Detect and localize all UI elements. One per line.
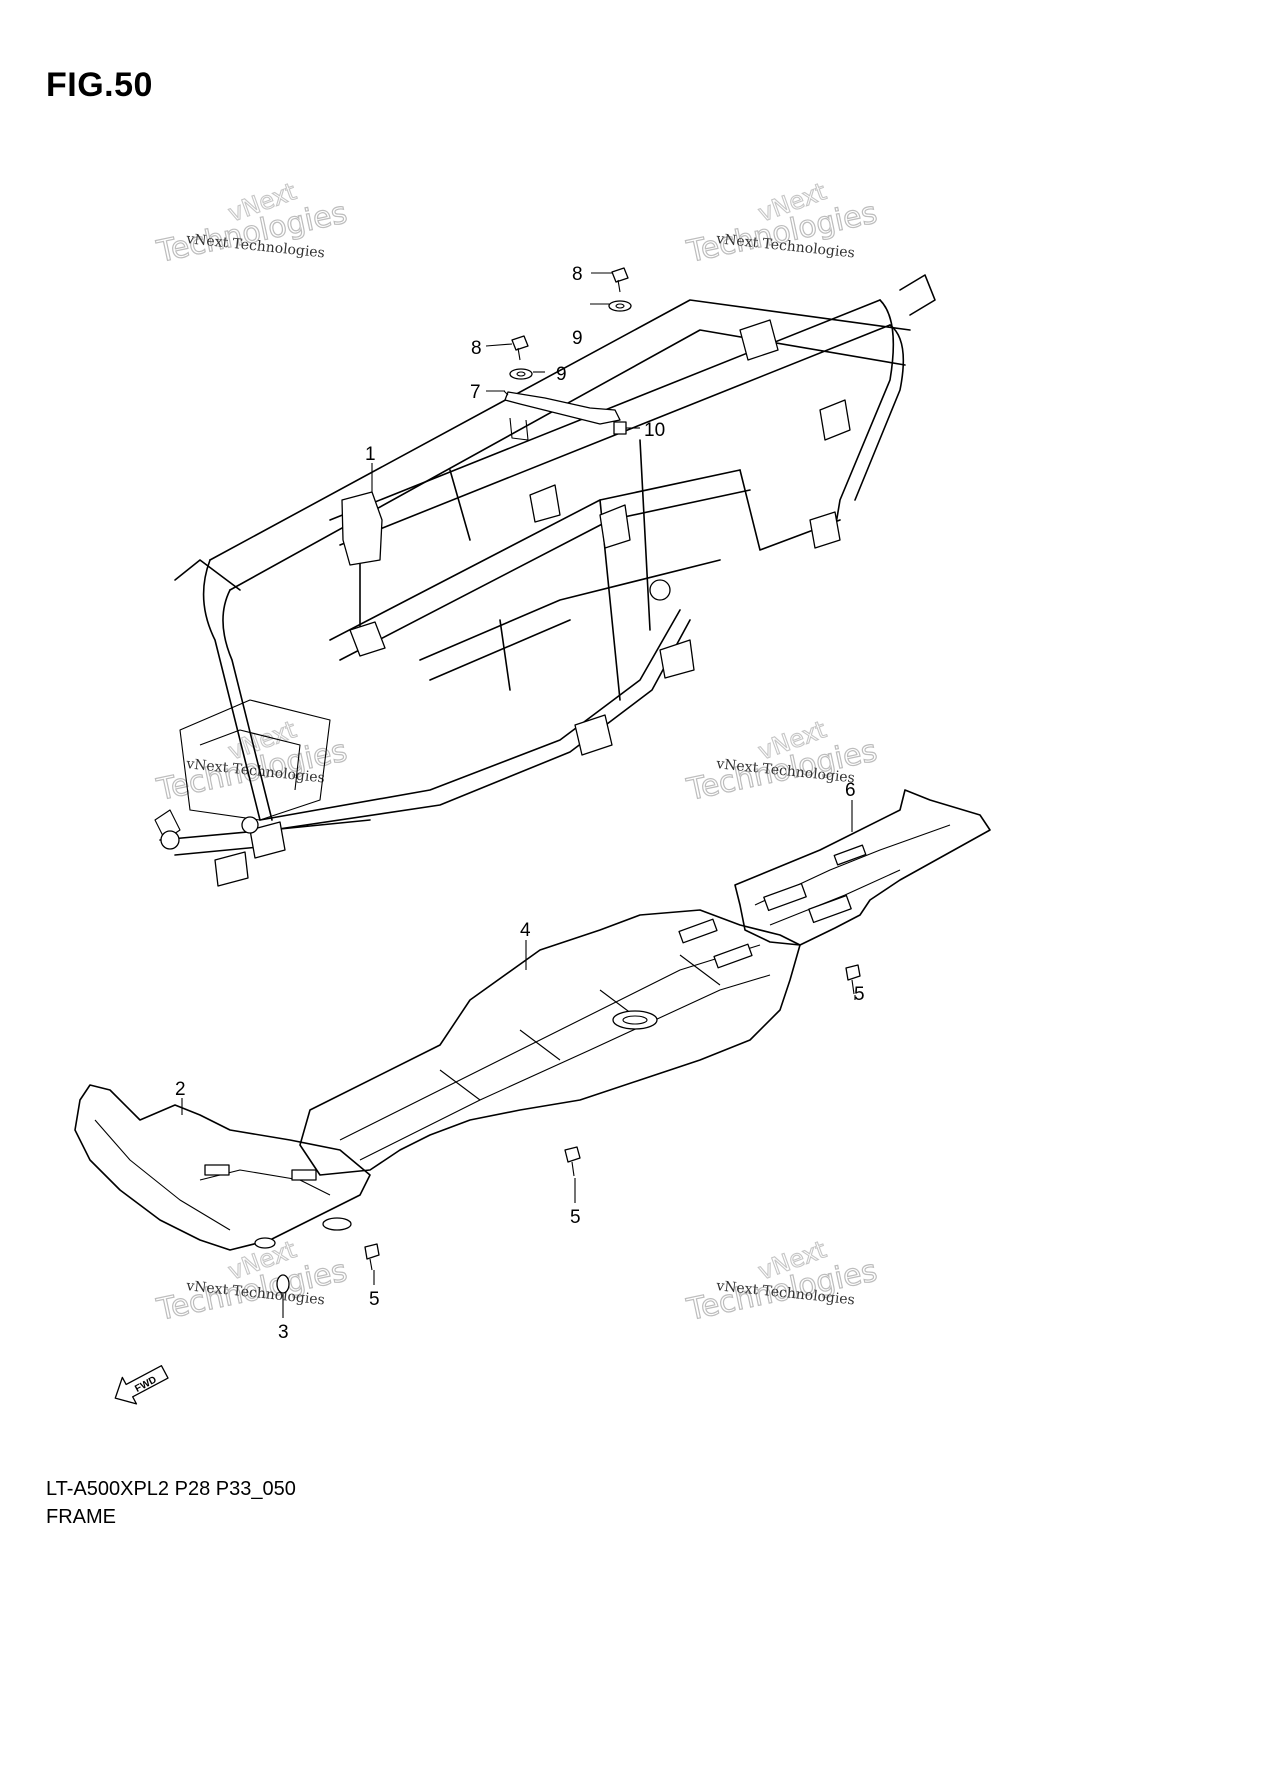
bolt-5-center: [564, 1146, 581, 1177]
callout-2: 2: [175, 1079, 186, 1100]
bolt-8-left: [511, 335, 529, 361]
callout-5-center: 5: [570, 1207, 581, 1228]
callout-9-right: 9: [572, 328, 583, 349]
figure-name-caption: FRAME: [46, 1506, 116, 1528]
callout-5-rear: 5: [854, 984, 865, 1005]
bracket-part-7: [504, 391, 621, 441]
watermark-top-left: vNext Technologies vNext Technologies: [153, 177, 351, 271]
fwd-arrow-label: FWD: [133, 1374, 158, 1394]
skid-plate-front-part-2: [74, 1084, 371, 1251]
bolt-5-front: [364, 1243, 380, 1271]
bolt-5-rear: [845, 964, 861, 995]
model-code-caption: LT-A500XPL2 P28 P33_050: [46, 1478, 296, 1500]
washer-9-right: [608, 300, 632, 312]
callout-5-front: 5: [369, 1289, 380, 1310]
washer-9-left: [509, 368, 533, 380]
callout-3: 3: [278, 1322, 289, 1343]
nut-10: [613, 421, 627, 435]
callout-4: 4: [520, 920, 531, 941]
callout-7: 7: [470, 382, 481, 403]
callout-1: 1: [365, 444, 376, 465]
leader-lines: [181, 272, 856, 1318]
figure-title: FIG.50: [46, 66, 153, 104]
watermark-top-right: vNext Technologies vNext Technologies: [683, 177, 881, 271]
callout-6: 6: [845, 780, 856, 801]
bolt-8-right: [611, 267, 629, 293]
callout-8-right: 8: [572, 264, 583, 285]
callout-9-left: 9: [556, 364, 567, 385]
skid-plate-rear-part-6: [734, 789, 991, 946]
callout-8-left: 8: [471, 338, 482, 359]
frame-main: [154, 274, 936, 887]
callout-10: 10: [644, 420, 665, 441]
fwd-direction-arrow: FWD: [114, 1365, 169, 1405]
watermark-bottom-left: vNext Technologies vNext Technologies: [153, 1235, 351, 1329]
clip-3: [276, 1274, 290, 1294]
skid-plate-main-part-4: [299, 909, 801, 1176]
watermark-bottom-right: vNext Technologies vNext Technologies: [683, 1235, 881, 1329]
